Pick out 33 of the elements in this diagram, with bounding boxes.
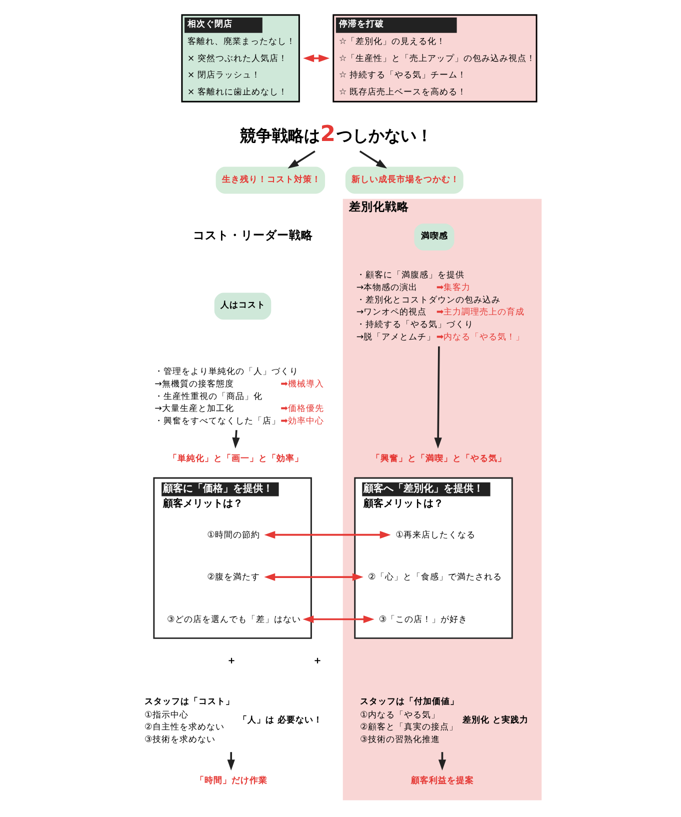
arrow (359, 150, 388, 169)
arrow (288, 150, 316, 169)
label: コスト・リーダー戦略 (193, 228, 314, 242)
node-text: ・管理をより単純化の「人」づくり →無機質の接客態度 ➡機械導入 ・生産性重視の「商品」化 →大量生産と加工化 ➡価格優先 ・興奮をすべてなくした「店」➡効率中心 (154, 366, 324, 426)
node-text: ・顧客に「満腹感」を提供 →本物感の演出 ➡集客力 ・差別化とコストダウンの包み込み →ワンオペ的視点 ➡主力調理売上の育成 ・持続する「やる気」づくり →脱「アメとムチ」➡内なる「やる気！」 (356, 270, 525, 342)
arrow (434, 346, 442, 449)
node-text: ①再来店したくなる (396, 530, 476, 540)
node-text: 「時間」だけ作業 (195, 776, 268, 786)
arrow (264, 530, 391, 539)
arrow (232, 430, 240, 448)
node-text: ①時間の節約 (207, 530, 260, 540)
arrow (303, 54, 330, 62)
node-text: スタッフは「コスト」 ①指示中心 ②自主性を求めない ③技術を求めない (144, 697, 234, 746)
node-text: 競争戦略は2つしかない！ (240, 122, 432, 147)
node-label: 「人」は 必要ない！ (238, 716, 322, 726)
node-text: ②「心」と「食感」で満たされる (368, 572, 502, 583)
node-text: スタッフは「付加価値」 ①内なる「やる気」 ②顧客と「真実の接点」 ③技術の習熟化推進 (360, 697, 459, 746)
label: ＋ (312, 655, 322, 666)
node-text: 顧客利益を提案 (410, 776, 474, 786)
node-text: 「興奮」と「満喫」と「やる気」 (372, 454, 507, 464)
node-box: 生き残り！コスト対策！ (216, 166, 326, 194)
node-box: 満喫感 (414, 224, 454, 251)
node-text: 「単純化」と「画一」と「効率」 (168, 454, 304, 464)
label: ＋ (226, 655, 236, 666)
arrow (227, 752, 235, 771)
node-box: 新しい成長市場をつかむ！ (345, 166, 464, 194)
node-text: ③どの店を選んでも「差」はない (167, 614, 301, 625)
node-label: 差別化 と実践力 (462, 716, 529, 726)
node-text: ③「この店！」が好き (378, 614, 468, 625)
node-box: 人はコスト (214, 292, 272, 320)
node-text: ②腹を満たす (207, 572, 260, 583)
arrow (264, 573, 364, 581)
arrow (302, 615, 374, 624)
